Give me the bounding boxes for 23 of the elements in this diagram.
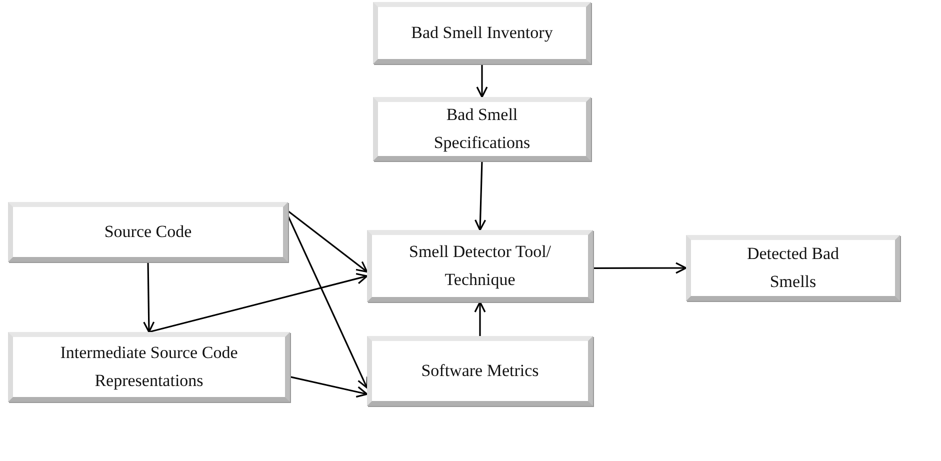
box-label: Bad Smell Inventory — [411, 22, 553, 44]
box-label: Intermediate Source Code Representations — [59, 342, 239, 392]
process-box — [367, 230, 593, 302]
process-box — [8, 332, 290, 402]
box-label: Source Code — [104, 221, 192, 243]
arrow — [474, 301, 486, 336]
box-label: Bad Smell Specifications — [432, 104, 532, 154]
arrow — [143, 262, 155, 333]
box-label: Smell Detector Tool/ Technique — [408, 241, 552, 291]
arrow — [290, 376, 368, 398]
arrow — [476, 64, 488, 98]
arrow — [288, 210, 368, 273]
process-box — [8, 202, 288, 262]
box-label: Detected Bad Smells — [746, 243, 840, 293]
process-box — [373, 97, 591, 161]
arrow — [148, 272, 368, 333]
process-box — [373, 2, 591, 64]
process-box — [686, 235, 900, 301]
process-box — [367, 336, 593, 406]
arrow — [593, 262, 687, 274]
arrow — [287, 215, 368, 389]
box-label: Software Metrics — [421, 360, 539, 382]
arrow — [474, 160, 486, 231]
